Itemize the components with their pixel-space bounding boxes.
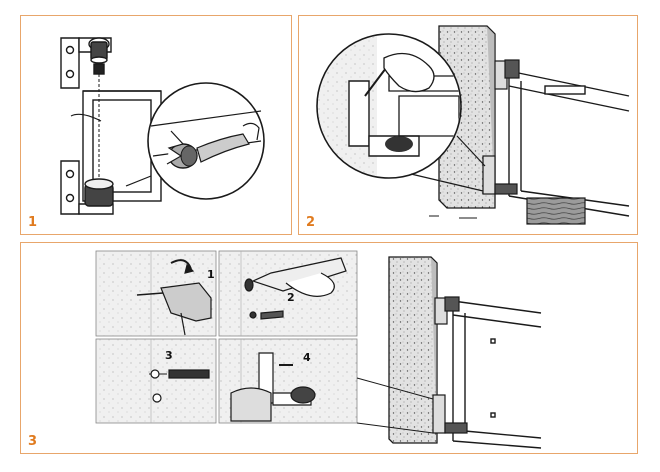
step-number: 2	[306, 215, 316, 230]
step-number: 3	[28, 434, 38, 449]
gate-frame	[452, 300, 542, 449]
upper-hinge	[434, 296, 460, 325]
marking-holes-illustration	[316, 25, 630, 225]
gate-frame	[508, 70, 630, 217]
hinge-insertion-illustration	[60, 37, 265, 215]
fixing-brackets-illustration: 1 2 3 4	[95, 250, 542, 449]
substep-3-label: 3	[165, 349, 173, 362]
drill	[136, 259, 212, 336]
glue-syringe	[244, 257, 347, 320]
lower-hinge	[482, 155, 518, 195]
bracket-fitting	[230, 352, 316, 422]
substep-2-label: 2	[287, 291, 295, 304]
upper-hinge-bracket	[60, 37, 112, 89]
step-1-panel: 1	[20, 15, 292, 235]
step-number: 1	[28, 215, 38, 230]
leader-line	[356, 377, 434, 400]
cable	[70, 113, 102, 122]
lower-hinge-bracket	[60, 160, 114, 215]
substep-1-label: 1	[207, 268, 215, 281]
stone-pillar	[388, 256, 438, 444]
lower-hinge	[432, 394, 468, 434]
anchor-bolt	[149, 369, 210, 403]
wood-block	[526, 197, 586, 225]
upper-hinge	[494, 59, 520, 90]
leader-line	[356, 422, 434, 434]
step-2-panel: 2	[298, 15, 638, 235]
step-3-panel: 1 2 3 4 3	[20, 242, 638, 454]
detail-magnifier	[125, 82, 265, 200]
substep-labels: 1 2 3 4	[165, 268, 311, 364]
substep-4-label: 4	[303, 351, 311, 364]
